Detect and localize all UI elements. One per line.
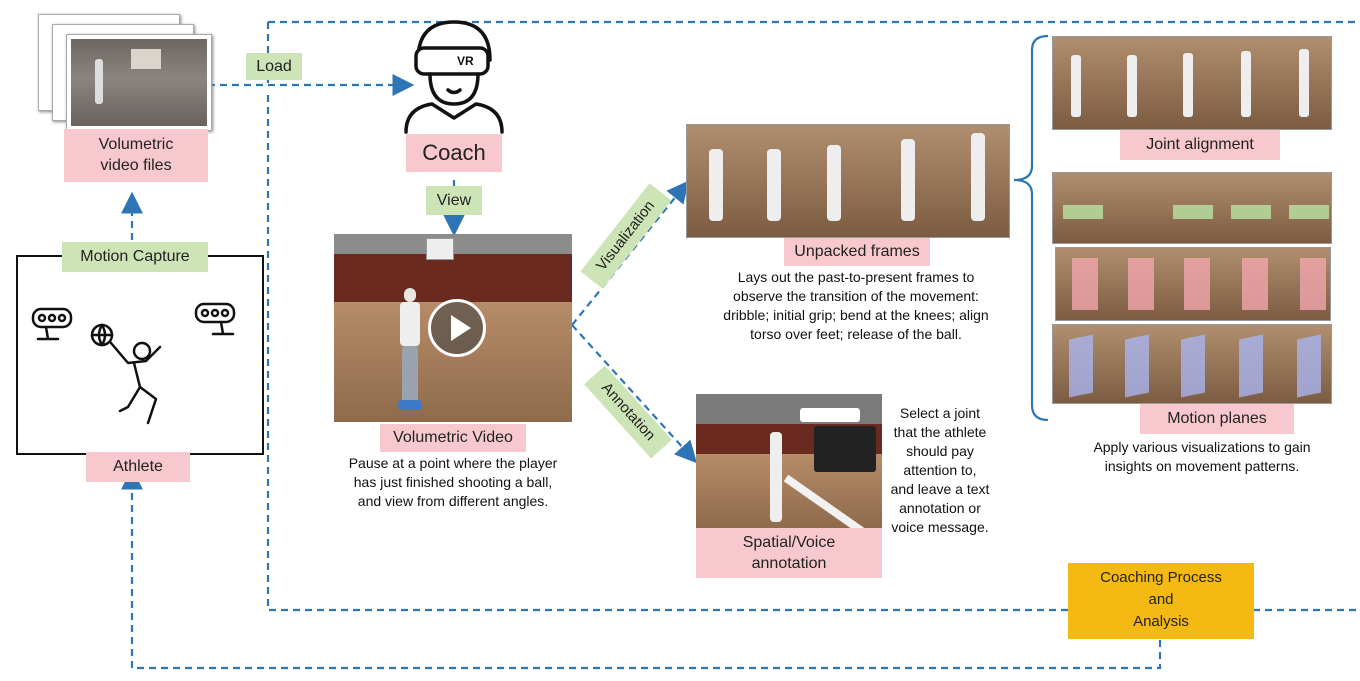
motion-plane-image-3[interactable] — [1052, 324, 1332, 404]
volumetric-video-player[interactable] — [334, 234, 572, 422]
annotation-arrow — [571, 324, 697, 464]
label-athlete: Athlete — [86, 452, 190, 482]
vr-label: VR — [457, 54, 474, 68]
label-volumetric-video: Volumetric Video — [380, 424, 526, 452]
desc-volumetric-video: Pause at a point where the player has ju… — [348, 455, 558, 509]
desc-unpacked-frames: Lays out the past-to-present frames to o… — [723, 269, 989, 342]
label-motion-planes: Motion planes — [1140, 404, 1294, 434]
desc-spatial-voice: Select a joint that the athlete should p… — [890, 405, 990, 535]
play-button[interactable] — [428, 299, 486, 357]
label-joint-alignment: Joint alignment — [1120, 130, 1280, 160]
unpacked-frames-image[interactable] — [686, 124, 1010, 238]
label-motion-capture: Motion Capture — [62, 242, 208, 272]
motion-plane-image-1[interactable] — [1052, 172, 1332, 244]
motion-capture-scene-icon — [31, 302, 236, 425]
play-icon — [451, 315, 471, 341]
coaching-process-box: Coaching Process and Analysis — [1068, 563, 1254, 639]
label-load: Load — [246, 53, 302, 80]
desc-motion-planes: Apply various visualizations to gain ins… — [1093, 439, 1311, 474]
joint-alignment-image[interactable] — [1052, 36, 1332, 130]
label-volumetric-files: Volumetric video files — [64, 129, 208, 182]
annotation-scene-image[interactable] — [696, 394, 882, 528]
athlete-box — [16, 255, 264, 455]
label-view: View — [426, 186, 482, 215]
video-thumbnail — [71, 39, 207, 126]
player-figure — [396, 288, 424, 413]
label-spatial-voice: Spatial/Voice annotation — [696, 528, 882, 578]
motion-plane-image-2[interactable] — [1055, 247, 1331, 321]
feedback-arrow — [121, 467, 1162, 670]
bracket — [1013, 34, 1049, 422]
label-unpacked-frames: Unpacked frames — [784, 238, 930, 266]
video-file-stack[interactable] — [38, 14, 212, 131]
label-coach: Coach — [406, 134, 502, 172]
